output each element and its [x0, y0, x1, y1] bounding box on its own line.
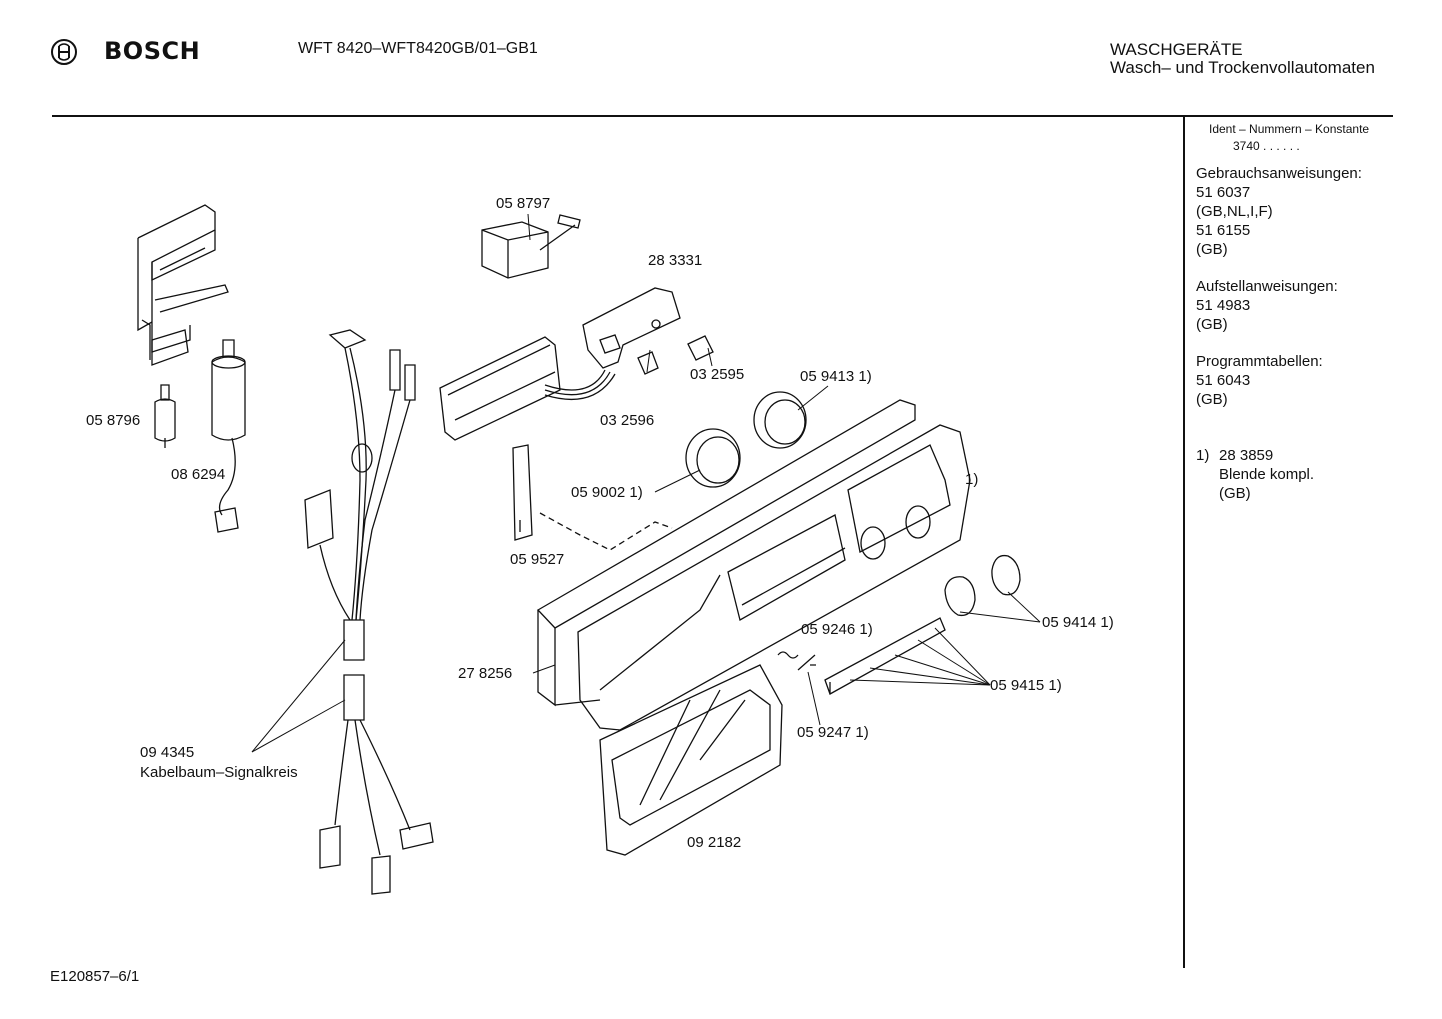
knob-9413 — [753, 391, 807, 449]
note-marker: 1) — [1196, 447, 1210, 464]
part-label: 27 8256 — [458, 665, 513, 682]
drawing-id: E120857–6/1 — [50, 968, 140, 985]
lamp-part — [687, 335, 714, 361]
usage-1: 51 6037 — [1196, 184, 1251, 201]
part-label: Kabelbaum–Signalkreis — [140, 764, 298, 781]
part-label: 28 3331 — [648, 252, 703, 269]
category-title: WASCHGERÄTE — [1110, 40, 1243, 59]
leader-lines — [251, 213, 1041, 753]
usage-2: 51 6155 — [1196, 222, 1251, 239]
part-label: 05 9246 1) — [801, 621, 873, 638]
control-panel — [536, 399, 971, 731]
ident-value: 3740 . . . . . . — [1233, 139, 1300, 153]
program-title: Programmtabellen: — [1196, 353, 1323, 370]
capacitor-small — [154, 384, 176, 448]
ident-title: Ident – Nummern – Konstante — [1209, 122, 1370, 136]
part-label: 09 4345 — [140, 744, 195, 761]
bosch-logo-icon — [50, 38, 78, 66]
usage-1-lang: (GB,NL,I,F) — [1196, 203, 1273, 220]
capacitor-large — [211, 339, 246, 533]
install-1-lang: (GB) — [1196, 316, 1228, 333]
spring-part — [777, 651, 799, 659]
part-label: 1) — [965, 471, 979, 488]
part-label: 05 9414 1) — [1042, 614, 1114, 631]
part-label: 08 6294 — [171, 466, 226, 483]
program-1-lang: (GB) — [1196, 391, 1228, 408]
ribbon-cable — [544, 369, 616, 401]
note-lang: (GB) — [1219, 485, 1251, 502]
brand-name: BOSCH — [104, 37, 201, 65]
subcategory-title: Wasch– und Trockenvollautomaten — [1110, 58, 1375, 77]
pin-part — [797, 654, 816, 671]
knob-9414 — [944, 554, 1021, 617]
model-title: WFT 8420–WFT8420GB/01–GB1 — [298, 40, 538, 57]
usage-2-lang: (GB) — [1196, 241, 1228, 258]
knob-9002 — [685, 428, 741, 488]
part-label: 05 9413 1) — [800, 368, 872, 385]
install-1: 51 4983 — [1196, 297, 1251, 314]
bracket-part — [137, 204, 229, 366]
programme-door — [599, 664, 783, 856]
part-label: 05 8796 — [86, 412, 141, 429]
part-label: 05 9002 1) — [571, 484, 643, 501]
switch-part — [481, 214, 581, 279]
part-label: 09 2182 — [687, 834, 742, 851]
part-label: 03 2596 — [600, 412, 655, 429]
install-title: Aufstellanweisungen: — [1196, 278, 1338, 295]
usage-title: Gebrauchsanweisungen: — [1196, 165, 1362, 182]
program-1: 51 6043 — [1196, 372, 1251, 389]
note-desc: Blende kompl. — [1219, 466, 1315, 483]
dash-line — [539, 512, 673, 551]
part-label: 05 9527 — [510, 551, 565, 568]
slider-part — [512, 444, 533, 541]
note-number: 28 3859 — [1219, 447, 1274, 464]
part-label: 03 2595 — [690, 366, 745, 383]
part-label: 05 9415 1) — [990, 677, 1062, 694]
button-strip — [824, 617, 946, 695]
circuit-board — [582, 287, 681, 369]
wire-harness — [304, 329, 434, 895]
part-label: 05 8797 — [496, 195, 551, 212]
led-part — [637, 351, 659, 375]
part-label: 05 9247 1) — [797, 724, 869, 741]
led-board — [439, 336, 561, 441]
